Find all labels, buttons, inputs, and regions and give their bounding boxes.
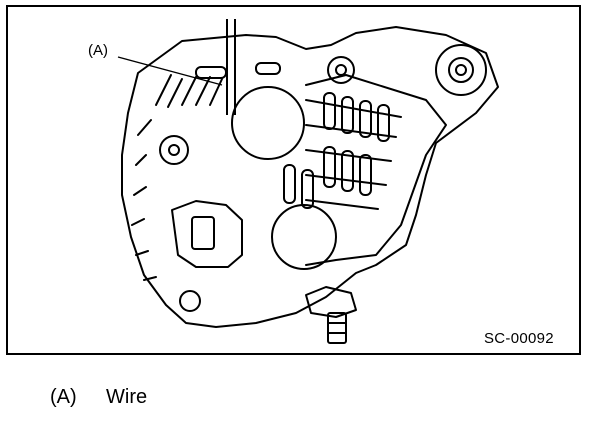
terminal-cap-upper xyxy=(231,86,305,160)
callout-leader xyxy=(117,56,223,86)
mount-boss xyxy=(435,44,487,96)
connector-housing xyxy=(171,200,243,268)
figure-code: SC-00092 xyxy=(484,330,554,347)
output-terminal xyxy=(305,286,357,318)
legend-label: Wire xyxy=(106,386,148,408)
alternator-body xyxy=(121,26,499,328)
figure-frame xyxy=(6,5,581,355)
alternator-illustration xyxy=(117,19,499,344)
terminal-cap-lower xyxy=(271,204,337,270)
callout-label-a: (A) xyxy=(88,42,108,59)
legend-key: (A) xyxy=(50,386,77,408)
legend: (A) Wire xyxy=(50,386,147,409)
